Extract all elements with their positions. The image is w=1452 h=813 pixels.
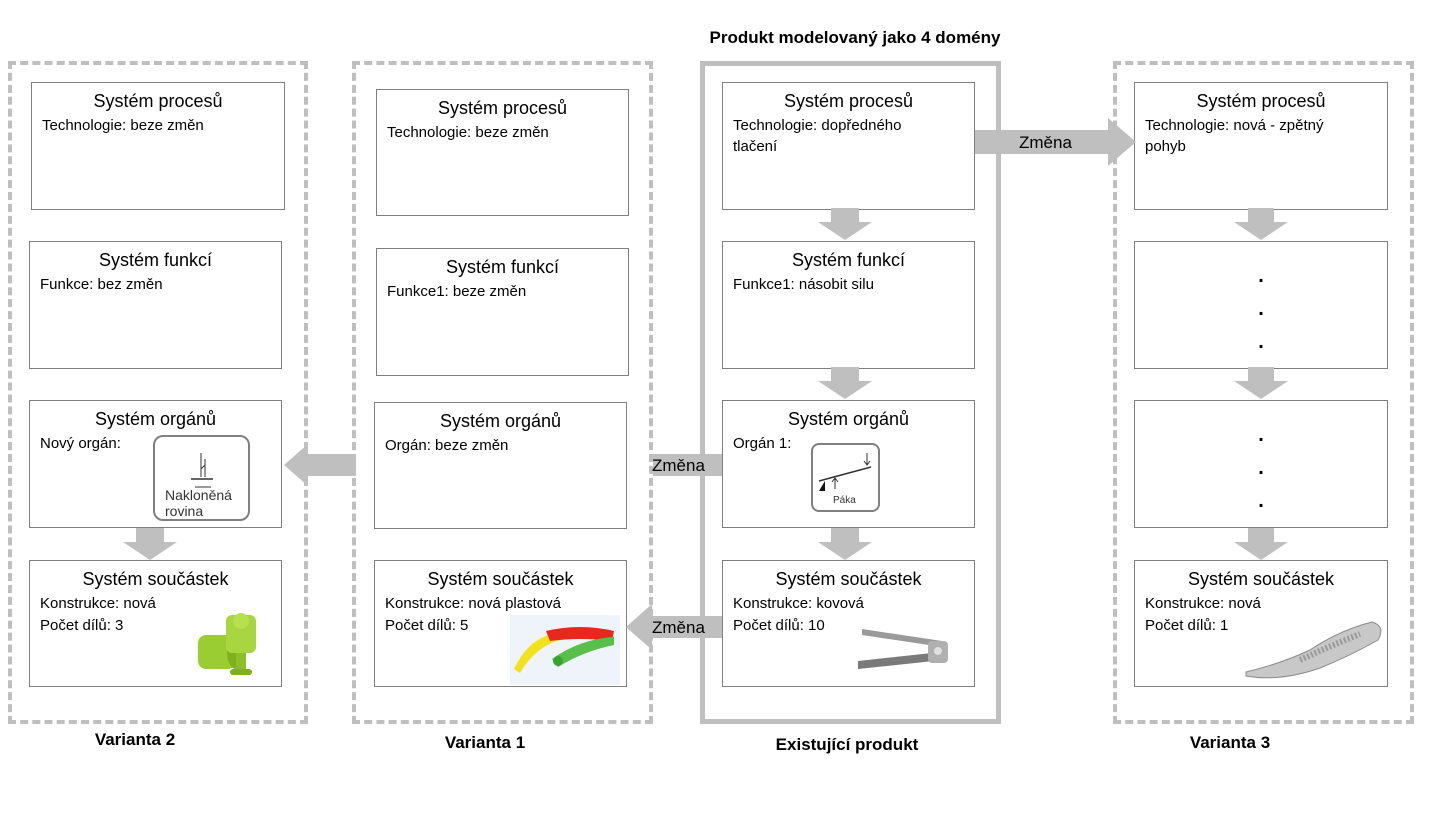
box-title: Systém součástek: [775, 569, 922, 589]
box-text: Konstrukce: nová plastová: [385, 595, 561, 612]
inclined-plane-icon: Nakloněná rovina: [153, 435, 250, 521]
garlic-rocker-image: [1245, 621, 1382, 679]
metal-garlic-press-image: [858, 629, 948, 669]
box-text: Konstrukce: nová: [1145, 595, 1261, 612]
box-title: Systém funkcí: [445, 257, 560, 277]
v2-part-box: Systém součástek Konstrukce: nová Počet …: [29, 560, 282, 687]
box-text: Počet dílů: 5: [385, 617, 469, 634]
box-text: Funkce: bez změn: [40, 276, 163, 293]
box-title: Systém součástek: [1187, 569, 1335, 589]
ellipsis-dot: .: [1258, 490, 1264, 512]
diagram-title: Produkt modelovaný jako 4 domény: [709, 28, 1001, 47]
plastic-garlic-press-image: [510, 615, 620, 685]
ellipsis-dot: .: [1258, 457, 1264, 479]
green-garlic-press-image: [198, 613, 256, 675]
v1-process-box: Systém procesů Technologie: beze změn: [376, 89, 629, 216]
change-label: Změna: [652, 456, 705, 475]
existing-label: Existující produkt: [775, 735, 919, 754]
box-text: Konstrukce: nová: [40, 595, 156, 612]
existing-part-box: Systém součástek Konstrukce: kovová Poče…: [722, 560, 975, 687]
existing-function-box: Systém funkcí Funkce1: násobit silu: [722, 241, 975, 369]
box-title: Systém funkcí: [791, 250, 906, 270]
box-title: Systém orgánů: [787, 409, 910, 429]
frame-variant-2: [8, 61, 308, 724]
ellipsis-dot: .: [1258, 424, 1264, 446]
box-text: Funkce1: beze změn: [387, 283, 527, 300]
v1-part-box: Systém součástek Konstrukce: nová plasto…: [374, 560, 627, 687]
box-title: Systém orgánů: [94, 409, 217, 429]
box-text: Technologie: beze změn: [387, 124, 549, 141]
box-text: Počet dílů: 10: [733, 617, 825, 634]
box-text: Technologie: beze změn: [42, 117, 204, 134]
box-title: Systém součástek: [82, 569, 229, 589]
v3-process-box: Systém procesů Technologie: nová - zpětn…: [1134, 82, 1388, 210]
v3-label: Varianta 3: [1189, 733, 1271, 752]
box-text: Počet dílů: 3: [40, 617, 124, 634]
v2-label: Varianta 2: [94, 730, 176, 749]
box-text: Technologie: nová - zpětný: [1145, 117, 1324, 134]
box-title: Systém funkcí: [98, 250, 213, 270]
ellipsis-dot: .: [1258, 265, 1264, 287]
icon-text: Páka: [833, 495, 856, 506]
icon-text: rovina: [165, 503, 204, 519]
box-text: Orgán: beze změn: [385, 437, 509, 454]
v2-function-box: Systém funkcí Funkce: bez změn: [29, 241, 282, 369]
v1-organ-box: Systém orgánů Orgán: beze změn: [374, 402, 627, 529]
box-title: Systém orgánů: [439, 411, 562, 431]
frame-variant-3: [1113, 61, 1414, 724]
ellipsis-dot: .: [1258, 331, 1264, 353]
box-text: Technologie: dopředného: [733, 117, 902, 134]
v1-function-box: Systém funkcí Funkce1: beze změn: [376, 248, 629, 376]
box-title: Systém procesů: [93, 91, 223, 111]
existing-organ-box: Systém orgánů Orgán 1: Páka: [722, 400, 975, 528]
box-text: Funkce1: násobit silu: [733, 276, 874, 293]
change-label: Změna: [1019, 133, 1072, 152]
box-title: Systém procesů: [437, 98, 568, 118]
change-label: Změna: [652, 618, 705, 637]
v1-label: Varianta 1: [444, 733, 526, 752]
box-text: Počet dílů: 1: [1145, 617, 1229, 634]
v3-function-box: . . .: [1134, 241, 1388, 369]
v3-organ-box: . . .: [1134, 400, 1388, 528]
v2-organ-box: Systém orgánů Nový orgán: Nakloněná rovi…: [29, 400, 282, 528]
box-text: tlačení: [733, 138, 778, 155]
box-title: Systém procesů: [783, 91, 914, 111]
frame-existing-product: [700, 61, 1001, 724]
box-text: Konstrukce: kovová: [733, 595, 864, 612]
box-text: Orgán 1:: [733, 435, 792, 452]
v2-process-box: Systém procesů Technologie: beze změn: [31, 82, 285, 210]
lever-icon: Páka: [811, 443, 880, 512]
v3-part-box: Systém součástek Konstrukce: nová Počet …: [1134, 560, 1388, 687]
icon-text: Nakloněná: [165, 487, 232, 503]
box-text: Nový orgán:: [40, 435, 121, 452]
frame-variant-1: [352, 61, 653, 724]
box-title: Systém procesů: [1196, 91, 1326, 111]
ellipsis-dot: .: [1258, 298, 1264, 320]
box-text: pohyb: [1145, 138, 1186, 155]
box-title: Systém součástek: [427, 569, 574, 589]
existing-process-box: Systém procesů Technologie: dopředného t…: [722, 82, 975, 210]
